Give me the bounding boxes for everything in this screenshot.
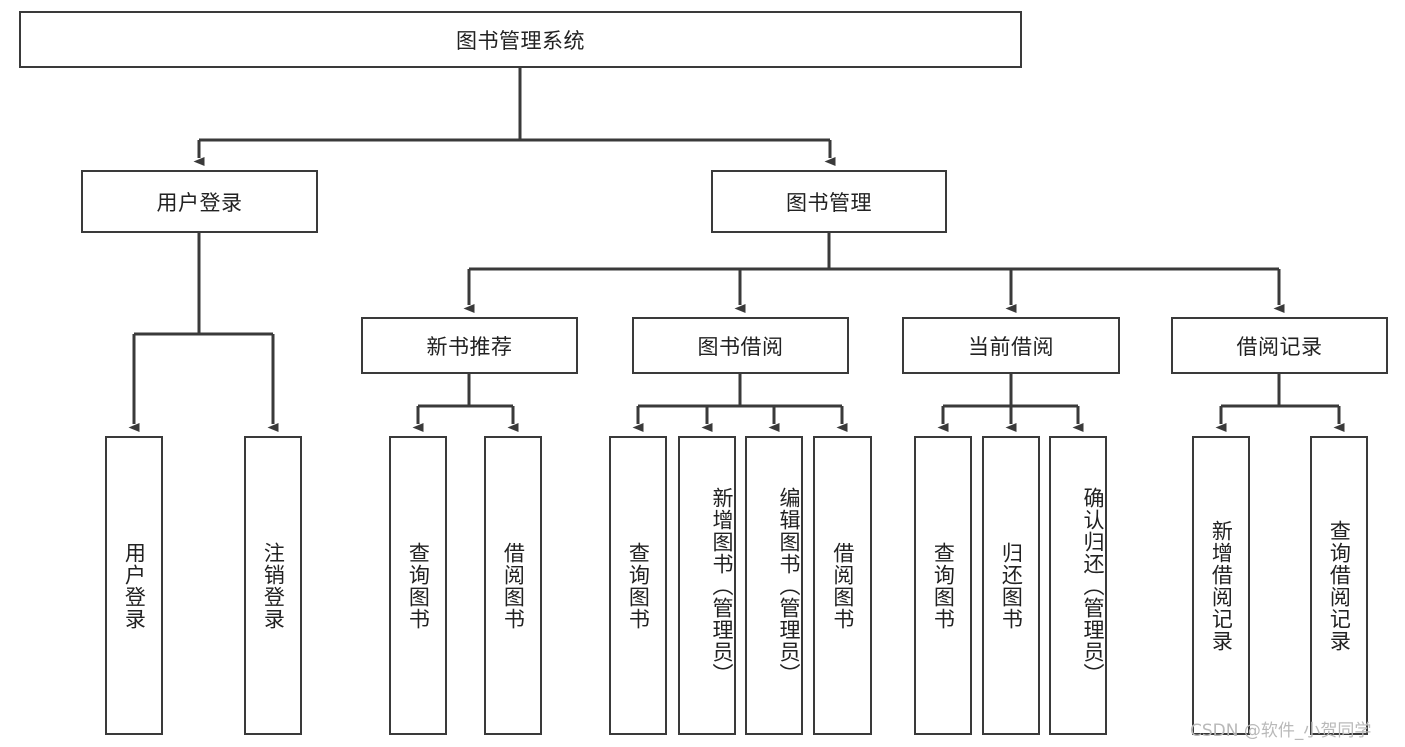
node-new-book-recommend[interactable]: 新书推荐 (361, 317, 578, 374)
leaf-add-book-admin[interactable]: 新增图书（管理员） (678, 436, 736, 735)
csdn-watermark: CSDN @软件_小贺同学 (1190, 721, 1372, 741)
leaf-borrow-book[interactable]: 借阅图书 (813, 436, 872, 735)
node-user-login[interactable]: 用户登录 (81, 170, 318, 233)
leaf-query-book-new[interactable]: 查询图书 (389, 436, 447, 735)
leaf-borrow-book-new[interactable]: 借阅图书 (484, 436, 542, 735)
leaf-confirm-return-admin[interactable]: 确认归还（管理员） (1049, 436, 1107, 735)
leaf-return-book[interactable]: 归还图书 (982, 436, 1040, 735)
leaf-query-book-current[interactable]: 查询图书 (914, 436, 972, 735)
leaf-user-login[interactable]: 用户登录 (105, 436, 163, 735)
node-root[interactable]: 图书管理系统 (19, 11, 1022, 68)
leaf-query-borrow-record[interactable]: 查询借阅记录 (1310, 436, 1368, 735)
node-book-borrow[interactable]: 图书借阅 (632, 317, 849, 374)
node-current-borrow[interactable]: 当前借阅 (902, 317, 1120, 374)
leaf-edit-book-admin[interactable]: 编辑图书（管理员） (745, 436, 803, 735)
leaf-query-book-borrow[interactable]: 查询图书 (609, 436, 667, 735)
leaf-add-borrow-record[interactable]: 新增借阅记录 (1192, 436, 1250, 735)
leaf-logout-login[interactable]: 注销登录 (244, 436, 302, 735)
node-borrow-record[interactable]: 借阅记录 (1171, 317, 1388, 374)
node-book-management[interactable]: 图书管理 (711, 170, 947, 233)
